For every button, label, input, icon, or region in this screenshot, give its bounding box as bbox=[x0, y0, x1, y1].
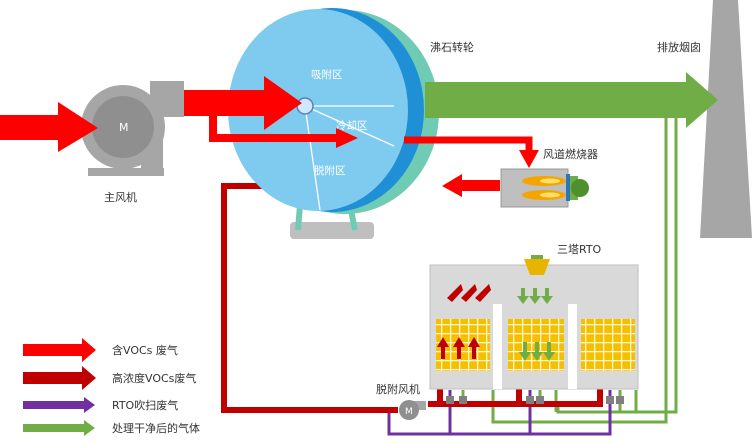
burner-to-rotor-arrow bbox=[442, 174, 500, 197]
cooling-branch-arrowhead bbox=[336, 128, 358, 148]
inlet-voc-arrow bbox=[0, 102, 98, 152]
fan-to-rotor-arrow bbox=[184, 76, 302, 130]
duct-burner bbox=[500, 168, 589, 208]
desorption-zone-label: 脱附区 bbox=[314, 164, 346, 177]
stack-label: 排放烟囱 bbox=[657, 40, 701, 54]
duct-burner-label: 风道燃烧器 bbox=[543, 147, 598, 161]
legend-label-voc: 含VOCs 废气 bbox=[112, 343, 178, 357]
stack-chimney bbox=[700, 0, 752, 238]
main-fan-motor-letter: M bbox=[119, 121, 129, 134]
clean-exhaust-arrow bbox=[425, 72, 718, 128]
legend-label-clean: 处理干净后的气体 bbox=[112, 421, 200, 435]
legend-item-purge: RTO吹扫废气 bbox=[23, 397, 178, 413]
legend-item-clean: 处理干净后的气体 bbox=[23, 420, 200, 436]
to-burner-arrowhead bbox=[519, 150, 539, 168]
desorption-fan-motor-letter: M bbox=[405, 407, 413, 417]
cooling-branch-line bbox=[209, 116, 338, 142]
rotor-label: 沸石转轮 bbox=[430, 40, 474, 54]
adsorption-zone-label: 吸附区 bbox=[311, 68, 343, 81]
rto-label: 三塔RTO bbox=[557, 243, 602, 256]
rto-unit bbox=[429, 255, 639, 404]
cooling-zone-label: 冷却区 bbox=[336, 119, 368, 132]
legend-item-voc: 含VOCs 废气 bbox=[23, 338, 178, 362]
desorption-fan: M bbox=[399, 400, 426, 420]
main-fan-label: 主风机 bbox=[104, 190, 137, 204]
legend-item-high-conc: 高浓度VOCs废气 bbox=[23, 366, 196, 390]
legend: 含VOCs 废气 高浓度VOCs废气 RTO吹扫废气 处理干净后的气体 bbox=[23, 338, 200, 436]
legend-label-purge: RTO吹扫废气 bbox=[112, 398, 178, 412]
legend-label-high-conc: 高浓度VOCs废气 bbox=[112, 371, 196, 385]
desorption-fan-label: 脱附风机 bbox=[376, 382, 420, 396]
zeolite-rotor: 吸附区 冷却区 脱附区 bbox=[228, 8, 439, 239]
to-burner-line bbox=[404, 136, 533, 150]
main-fan: M bbox=[81, 81, 184, 176]
